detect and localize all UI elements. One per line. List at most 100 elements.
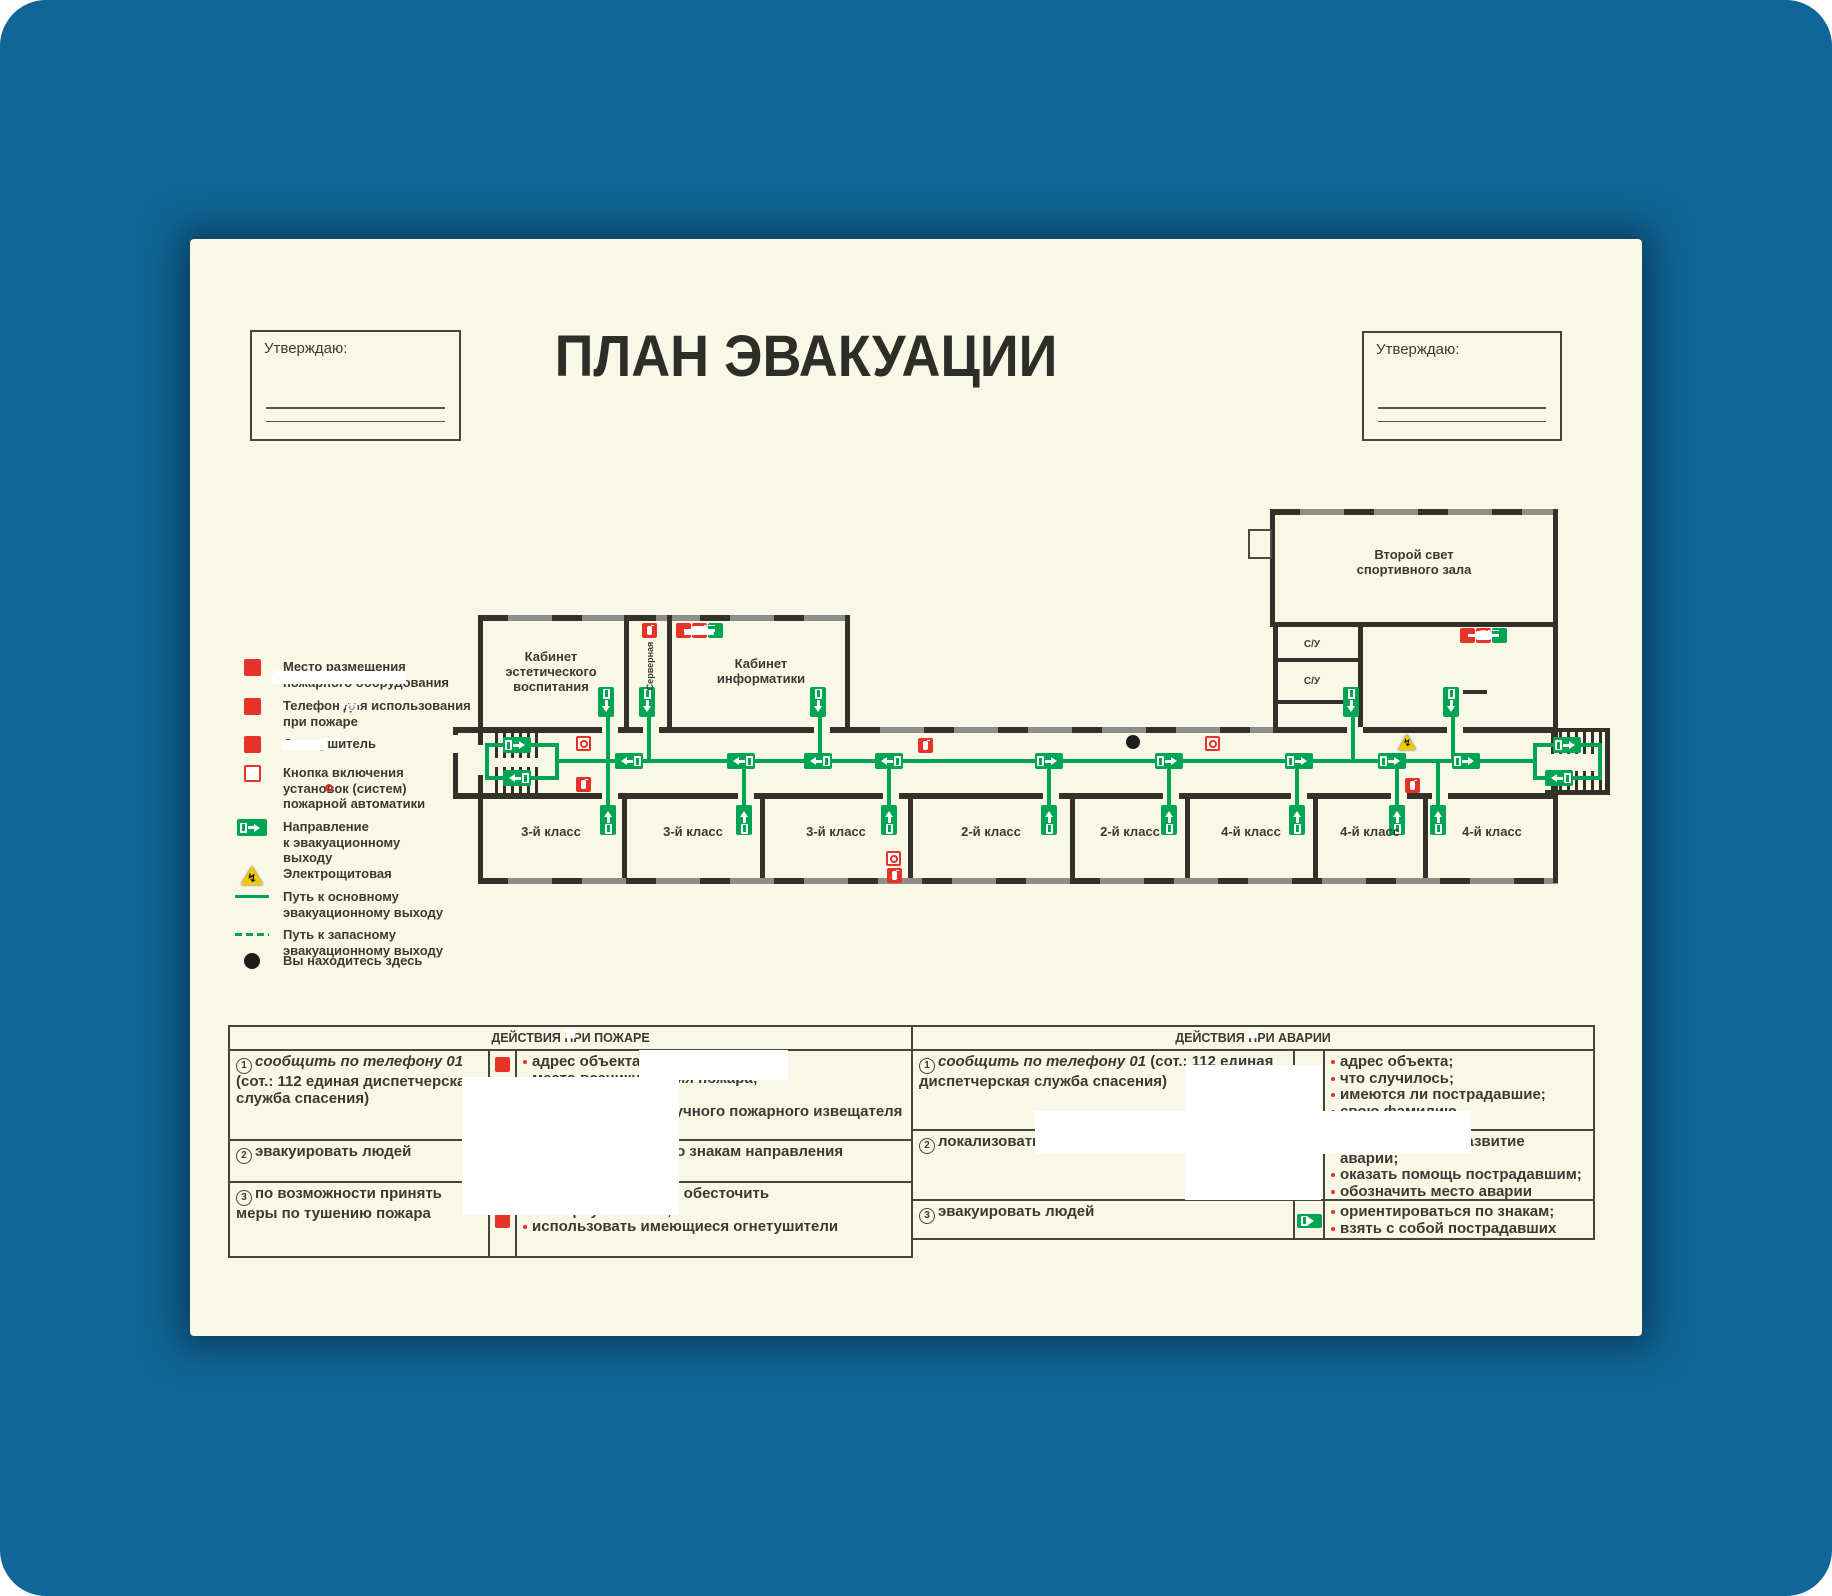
fire-equipment-icon — [243, 659, 261, 676]
exit-sign-down-icon — [598, 687, 614, 717]
first-aid-icon — [1301, 1159, 1317, 1175]
wall — [453, 753, 458, 798]
room-label: 3-й класс — [806, 824, 866, 839]
route-branch — [606, 761, 610, 807]
exit-sign-up-icon — [600, 805, 616, 835]
wall — [1407, 793, 1432, 799]
route-branch — [1351, 717, 1355, 761]
wall — [1185, 793, 1190, 878]
wall — [1605, 728, 1610, 795]
fire-alarm-button-icon — [243, 765, 261, 782]
wall — [1270, 509, 1275, 622]
wall — [1423, 793, 1428, 878]
wall — [1553, 780, 1558, 883]
you-are-here-dot — [244, 953, 260, 969]
signature-line — [1378, 421, 1546, 422]
exit-sign-left-icon — [804, 753, 832, 769]
route-branch — [647, 716, 651, 761]
icon-group — [676, 623, 723, 638]
room-label: Серверная — [645, 641, 655, 691]
legend-item: Вы находитесь здесь — [233, 953, 422, 969]
wall — [1313, 793, 1318, 878]
wall — [1358, 627, 1363, 727]
exit-sign-up-icon — [1289, 805, 1305, 835]
legend-item: Огнетушитель — [233, 736, 376, 753]
wall — [845, 615, 850, 733]
wall — [830, 727, 850, 733]
wall — [1448, 793, 1558, 799]
room-label: 3-й класс — [521, 824, 581, 839]
route-branch — [887, 761, 891, 807]
wall — [1545, 728, 1610, 732]
exit-sign-up-icon — [1041, 805, 1057, 835]
legend-text: установок (систем) — [283, 780, 407, 796]
wall — [622, 793, 627, 878]
legend-text: Путь к основному — [283, 889, 399, 904]
wall — [624, 615, 629, 727]
wall — [667, 615, 672, 727]
route-branch — [606, 716, 610, 761]
window-wall — [478, 615, 850, 621]
exit-sign-up-icon — [1389, 805, 1405, 835]
route-branch — [1047, 761, 1051, 807]
route-branch — [1295, 761, 1299, 807]
exit-sign-up-icon — [1430, 805, 1446, 835]
room-label: С/У — [1303, 676, 1321, 687]
room-label: 4-й класс — [1462, 824, 1522, 839]
legend-text: к эвакуационному — [283, 834, 401, 850]
wall — [760, 793, 765, 878]
room-label: 4-й класс — [1340, 824, 1400, 839]
approve-label: Утверждаю: — [1376, 341, 1460, 358]
extinguisher-icon — [918, 738, 933, 753]
wall — [1273, 700, 1363, 704]
route-branch — [1395, 761, 1399, 807]
wall — [1273, 727, 1347, 733]
wall — [1363, 727, 1447, 733]
approve-label: Утверждаю: — [264, 340, 348, 357]
route-branch — [818, 716, 822, 761]
exit-sign-right-icon — [1378, 753, 1406, 769]
route-branch — [1167, 761, 1171, 807]
exit-sign-down-icon — [1443, 687, 1459, 717]
exit-sign-down-icon — [639, 687, 655, 717]
wall — [453, 793, 602, 799]
extinguisher-icon — [887, 868, 902, 883]
exit-sign-right-icon — [1285, 753, 1313, 769]
evacuation-plan-poster: Утверждаю: ПЛАН ЭВАКУАЦИИ Утверждаю: Мес… — [190, 239, 1642, 1336]
wall — [659, 727, 814, 733]
fire-alarm-button-icon — [576, 736, 591, 751]
exit-sign-right-icon — [503, 737, 531, 753]
window-wall — [850, 727, 1273, 733]
wall — [478, 793, 483, 883]
exit-sign-left-icon — [727, 753, 755, 769]
exit-sign-up-icon — [736, 805, 752, 835]
electrical-room-icon — [1398, 734, 1416, 750]
legend-text: эвакуационному выходу — [283, 904, 444, 920]
wall — [453, 727, 478, 733]
room-label: 2-й класс — [961, 824, 1021, 839]
legend-text: пожарной автоматики — [283, 796, 426, 811]
wall — [1059, 793, 1163, 799]
wall — [1463, 690, 1487, 694]
page-title: ПЛАН ЭВАКУАЦИИ — [554, 324, 1058, 389]
exit-sign-up-icon — [881, 805, 897, 835]
legend-text: Направление — [283, 819, 369, 834]
wall — [618, 793, 738, 799]
legend-item: Место размещенияпожарного оборудования — [233, 659, 449, 690]
wall — [908, 793, 913, 878]
wall — [1273, 627, 1278, 727]
legend-text: Электрощитовая — [283, 866, 392, 881]
signature-line — [266, 407, 445, 409]
exit-sign-right-icon — [1155, 753, 1183, 769]
legend-text: Вы находитесь здесь — [283, 953, 423, 968]
route-branch — [1451, 717, 1455, 761]
approve-box-right: Утверждаю: — [1362, 331, 1562, 441]
accident-actions-table: ДЕЙСТВИЯ ПРИ АВАРИИ 1сообщить по телефон… — [913, 1025, 1595, 1240]
extinguisher-icon — [1405, 778, 1420, 793]
wall — [1545, 790, 1610, 795]
room-label: 3-й класс — [663, 824, 723, 839]
